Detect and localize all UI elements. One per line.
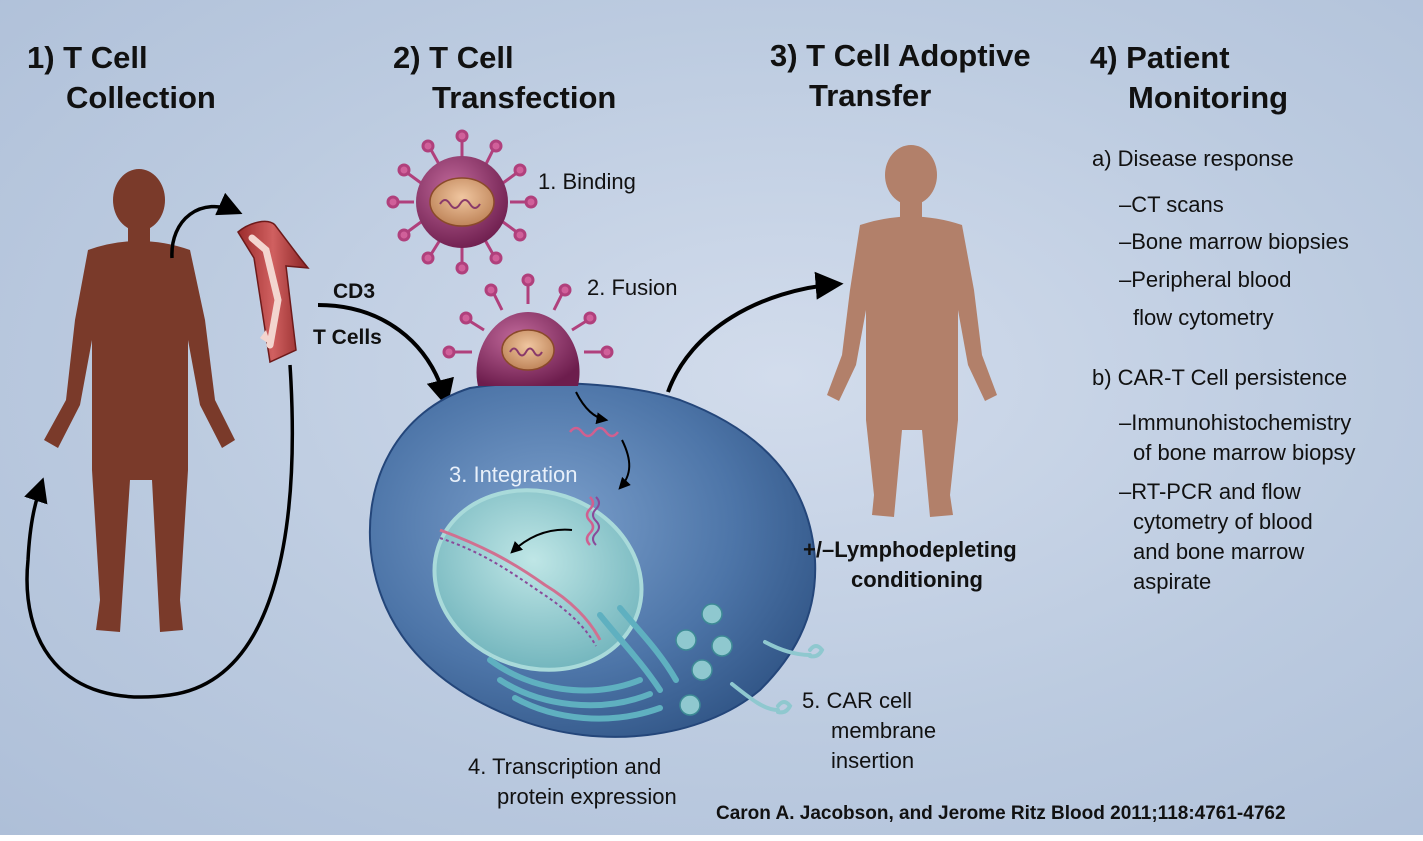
- monitoring-item: aspirate: [1133, 569, 1212, 594]
- monitoring-item: –Bone marrow biopsies: [1119, 229, 1349, 254]
- arrow-to-transfection: [317, 303, 454, 408]
- monitoring-item: cytometry of blood: [1133, 509, 1313, 534]
- monitoring-section-a: a) Disease response: [1092, 146, 1294, 171]
- label-car-insertion-line3: insertion: [831, 748, 915, 773]
- label-binding: 1. Binding: [538, 169, 636, 194]
- label-cd3: CD3: [333, 280, 376, 303]
- heading-patient-monitoring-line2: Monitoring: [1128, 80, 1289, 115]
- car-receptors: [730, 640, 825, 715]
- monitoring-item: –RT-PCR and flow: [1119, 479, 1301, 504]
- monitoring-item: –Immunohistochemistry: [1119, 410, 1352, 435]
- heading-t-cell-transfection-line2: Transfection: [432, 80, 617, 115]
- monitoring-item: flow cytometry: [1133, 305, 1274, 330]
- arrow-return-to-body: [24, 364, 295, 699]
- monitoring-item: of bone marrow biopsy: [1133, 440, 1356, 465]
- heading-t-cell-adoptive-transfer-line2: Transfer: [809, 78, 932, 113]
- virus-fusion: [442, 273, 614, 386]
- heading-t-cell-collection-line1: 1) T Cell: [27, 40, 148, 75]
- heading-t-cell-transfection-line1: 2) T Cell: [393, 40, 514, 75]
- citation: Caron A. Jacobson, and Jerome Ritz Blood…: [716, 803, 1286, 824]
- vesicles: [675, 603, 733, 716]
- viral-genome: [510, 391, 631, 554]
- label-transcription-line2: protein expression: [497, 784, 677, 809]
- label-car-insertion-line1: 5. CAR cell: [802, 688, 913, 713]
- heading-patient-monitoring-line1: 4) Patient: [1090, 40, 1230, 75]
- monitoring-item: –CT scans: [1119, 192, 1224, 217]
- label-fusion: 2. Fusion: [587, 275, 678, 300]
- heading-t-cell-collection-line2: Collection: [66, 80, 216, 115]
- patient-figure-left: [44, 169, 235, 632]
- label-integration: 3. Integration: [449, 462, 578, 487]
- blood-vessel: [237, 220, 310, 364]
- label-t-cells: T Cells: [313, 326, 382, 349]
- heading-t-cell-adoptive-transfer-line1: 3) T Cell Adoptive: [770, 38, 1031, 73]
- monitoring-section-b: b) CAR-T Cell persistence: [1092, 365, 1348, 390]
- virus-binding: [386, 129, 538, 275]
- endoplasmic-reticulum: [487, 605, 679, 722]
- label-transcription-line1: 4. Transcription and: [468, 754, 662, 779]
- arrow-to-adoptive-transfer: [666, 271, 844, 393]
- label-car-insertion-line2: membrane: [831, 718, 937, 743]
- arrow-body-to-vessel: [170, 192, 243, 259]
- monitoring-item: and bone marrow: [1133, 539, 1305, 564]
- patient-figure-right: [827, 145, 997, 517]
- monitoring-item: –Peripheral blood: [1119, 267, 1292, 292]
- label-lymphodepleting-line2: conditioning: [851, 567, 983, 592]
- label-lymphodepleting-line1: +/–Lymphodepleting: [803, 537, 1017, 562]
